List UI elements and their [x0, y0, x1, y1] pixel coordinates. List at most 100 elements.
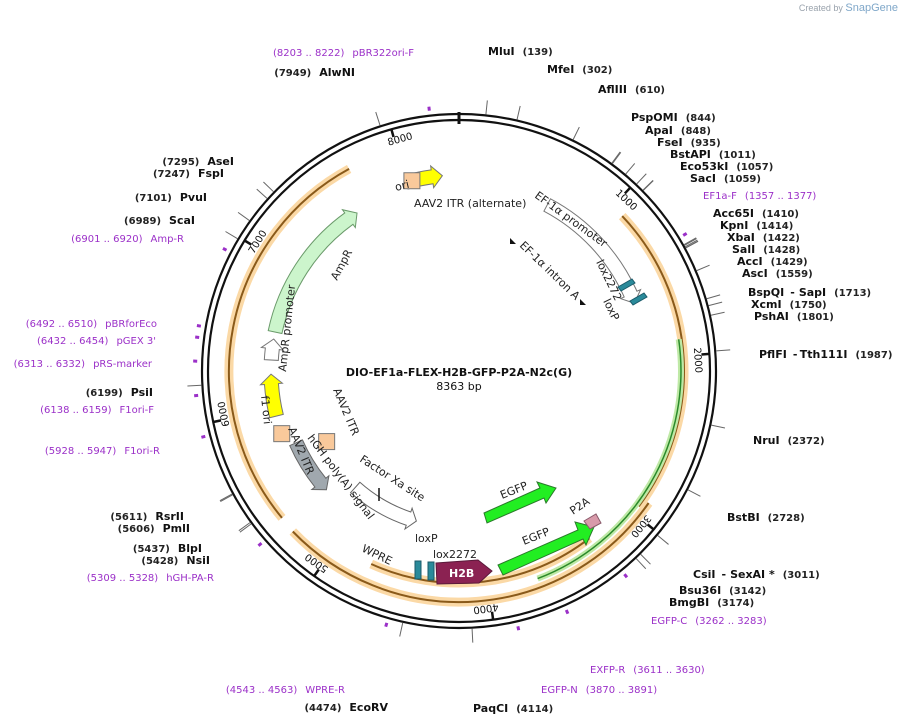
- label-ef1a-promoter: EF-1α promoter: [532, 189, 610, 250]
- site-leader: [684, 239, 698, 248]
- label-f1-ori: f1 ori: [258, 395, 274, 425]
- egfp-inner-arrow: [483, 481, 557, 524]
- site-leader: [219, 493, 233, 502]
- site-leader: [239, 523, 252, 533]
- site-leader: [684, 238, 697, 246]
- primer-wpre-r: (4543 .. 4563)WPRE-R: [226, 685, 345, 696]
- primer-pbrforeco: (6492 .. 6510)pBRforEco: [26, 319, 157, 330]
- site-leader: [471, 628, 474, 643]
- site-leader: [685, 240, 699, 249]
- site-pvui: (7101)PvuI: [135, 191, 207, 204]
- tick-mark: [623, 186, 632, 195]
- label-ef1a-intron: EF-1α intron A: [517, 239, 583, 303]
- site-mlui: MluI(139): [488, 45, 553, 58]
- site-leader: [485, 100, 488, 115]
- site-pmli: (5606)PmlI: [118, 522, 190, 535]
- site-asci: AscI(1559): [742, 267, 813, 280]
- primer-mark: [222, 247, 228, 252]
- restriction-sites: MluI(139) MfeI(302) AflIII(610) PspOMI(8…: [86, 45, 893, 715]
- site-xbai: XbaI(1422): [727, 231, 800, 244]
- brand-created-by: Created by: [798, 3, 843, 13]
- snapgene-brand: Created by SnapGene: [799, 2, 898, 14]
- site-leader: [683, 237, 697, 246]
- site-leader: [612, 152, 622, 164]
- p2a-box: [583, 513, 602, 530]
- site-leader: [716, 349, 731, 352]
- primer-mark: [194, 335, 200, 339]
- tick-mark: [390, 128, 395, 138]
- site-paqci: PaqCI(4114): [473, 702, 553, 715]
- site-leader: [238, 522, 251, 532]
- aav2-itr-box-1: [273, 425, 291, 443]
- site-leader: [636, 173, 647, 185]
- label-loxp-top: loxP: [600, 297, 622, 323]
- tick-mark: [212, 419, 222, 424]
- site-csii-sexai: CsiI-SexAI *(3011): [693, 568, 820, 581]
- primer-mark: [201, 434, 206, 439]
- tick-mark: [490, 611, 495, 620]
- orf-line: [227, 168, 350, 519]
- label-h2b: H2B: [449, 567, 474, 580]
- site-leader: [635, 558, 647, 570]
- plasmid-name: DIO-EF1a-FLEX-H2B-GFP-P2A-N2c(G): [346, 366, 572, 379]
- site-rsrii: (5611)RsrII: [110, 510, 184, 523]
- egfp-region-line: [537, 339, 682, 580]
- site-leader: [375, 111, 381, 126]
- site-leader: [263, 181, 274, 193]
- site-afliii: AflIII(610): [598, 83, 665, 96]
- site-nsii: (5428)NsiI: [141, 554, 210, 567]
- primer-mark: [516, 625, 521, 631]
- label-aav2-itr-alt: AAV2 ITR (alternate): [414, 197, 526, 210]
- site-bstapi: BstAPI(1011): [670, 148, 756, 161]
- aav2-itr-box-2: [318, 433, 336, 451]
- primer-mark: [564, 609, 570, 615]
- tick-mark: [701, 352, 710, 356]
- site-leader: [711, 424, 726, 429]
- site-bstbi: BstBI(2728): [727, 511, 805, 524]
- plasmid-length: 8363 bp: [436, 380, 481, 393]
- label-loxp-bottom: loxP: [415, 532, 438, 545]
- site-leader: [611, 151, 621, 164]
- orf-line: [292, 502, 650, 604]
- site-alwni: (7949)AlwNI: [274, 66, 355, 79]
- site-asei: (7295)AseI: [162, 155, 234, 168]
- site-xcmi: XcmI(1750): [751, 298, 827, 311]
- tick-mark: [313, 568, 320, 577]
- orf-arcs: [224, 164, 689, 607]
- primer-ef1a-f: EF1a-F(1357 .. 1377): [703, 191, 816, 202]
- site-blpi: (5437)BlpI: [133, 542, 202, 555]
- site-pspomi: PspOMI(844): [631, 111, 716, 124]
- tick-mark: [646, 523, 655, 531]
- site-leader: [516, 105, 521, 120]
- site-leader: [708, 301, 723, 307]
- primer-pgex-3: (6432 .. 6454)pGEX 3': [37, 336, 156, 347]
- site-leaders: [187, 100, 731, 643]
- site-pshai: PshAI(1801): [754, 310, 834, 323]
- hgh-polya-band: [289, 439, 330, 491]
- site-bsu36i: Bsu36I(3142): [679, 584, 766, 597]
- label-ampr: AmpR: [328, 247, 355, 282]
- site-leader: [696, 264, 710, 272]
- orf-band: [618, 213, 689, 510]
- snapgene-logo: SnapGene: [845, 2, 898, 14]
- label-aav2-itr-1: AAV2 ITR: [330, 386, 362, 438]
- site-leader: [657, 535, 669, 545]
- tick-mark: [243, 239, 253, 246]
- site-leader: [220, 494, 233, 502]
- site-leader: [256, 188, 268, 199]
- site-fsei: FseI(935): [657, 136, 721, 149]
- site-eco53ki: Eco53kI(1057): [680, 160, 773, 173]
- primer-prs-marker: (6313 .. 6332)pRS-marker: [14, 359, 153, 370]
- site-psii: (6199)PsiI: [86, 386, 153, 399]
- primer-pbr322ori-f: (8203 .. 8222)pBR322ori-F: [273, 48, 414, 59]
- tick-label: 8000: [386, 131, 413, 148]
- intron-start-mark: [510, 238, 516, 244]
- site-leader: [640, 553, 651, 565]
- site-leader: [625, 163, 636, 175]
- site-bmgbi: BmgBI(3174): [669, 596, 754, 609]
- ampr-arrow: [267, 208, 358, 335]
- site-sali: SalI(1428): [732, 243, 800, 256]
- intron-end-mark: [580, 299, 586, 305]
- ampr-promoter-arrow: [260, 338, 285, 361]
